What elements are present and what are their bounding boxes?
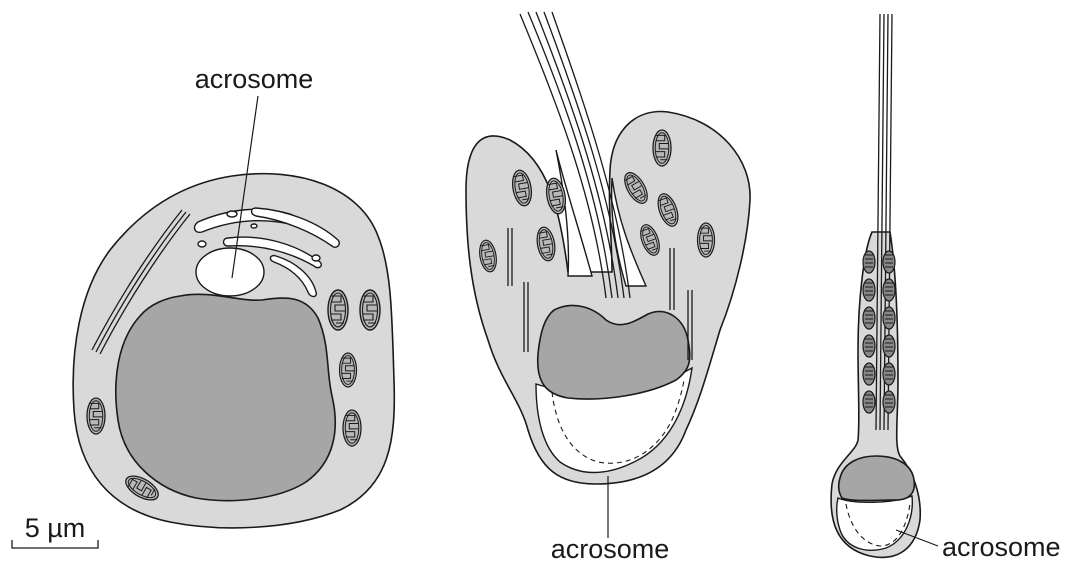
- acrosomal-vesicle: [196, 248, 264, 296]
- scale-bar-label: 5 µm: [25, 513, 86, 543]
- acrosome-label-2: acrosome: [551, 534, 670, 564]
- elongating-spermatid: acrosome: [466, 12, 750, 564]
- round-spermatid: acrosome: [73, 64, 394, 528]
- mature-spermatid: acrosome: [831, 14, 1060, 562]
- scale-bar: 5 µm: [12, 513, 98, 548]
- round-spermatid-nucleus: [116, 294, 335, 500]
- mature-spermatid-nucleus: [839, 456, 915, 501]
- acrosome-label-1: acrosome: [195, 64, 314, 94]
- acrosome-label-3: acrosome: [942, 532, 1061, 562]
